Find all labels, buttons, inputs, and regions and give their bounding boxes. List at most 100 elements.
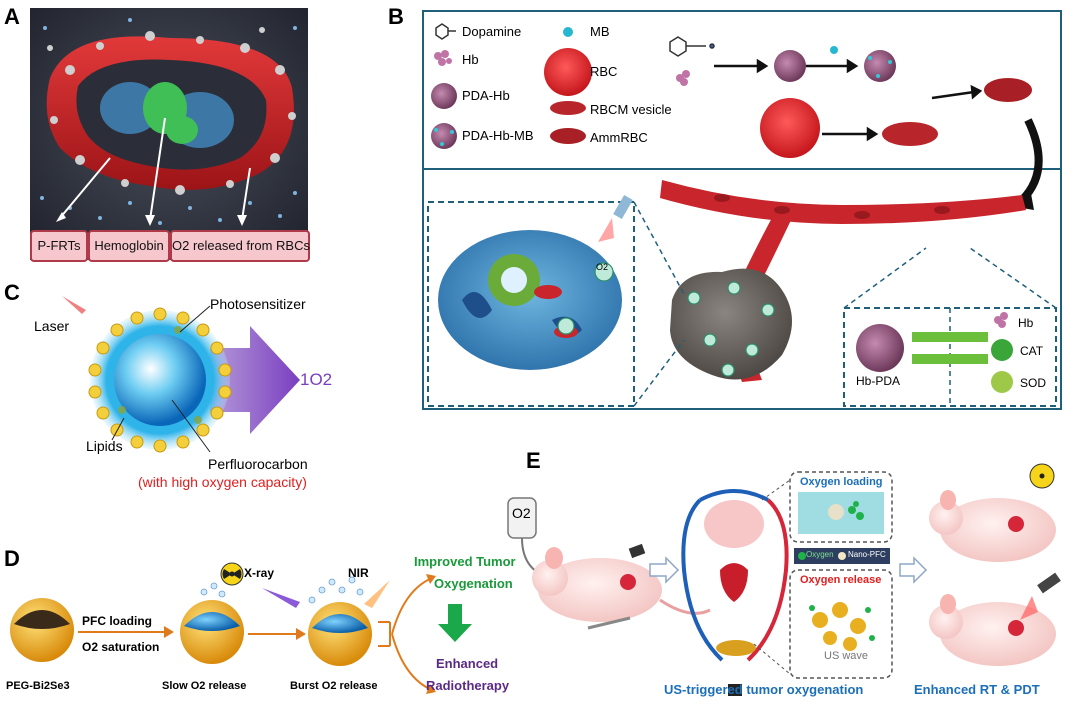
pda-hb-mb-icon <box>431 123 457 149</box>
mb-icon <box>563 27 573 37</box>
legend-pda-hb-mb: PDA-Hb-MB <box>462 128 534 143</box>
photosensitizer-label: Photosensitizer <box>210 296 306 312</box>
tumor <box>670 268 792 380</box>
panel-b-outer-frame <box>422 170 1062 410</box>
oxygen-release-label: Oxygen release <box>800 574 882 586</box>
nano-pfc-dot-icon <box>838 552 846 560</box>
lungs <box>704 500 764 548</box>
hb-pda-particle <box>856 324 904 372</box>
us-wave-label: US wave <box>824 650 869 662</box>
dopamine-icon <box>435 23 456 40</box>
lipids-label: Lipids <box>86 438 123 454</box>
radiation-icon <box>220 562 244 586</box>
hb-small-icon <box>994 312 1008 328</box>
panel-a-image <box>30 8 308 260</box>
legend-mb: MB <box>590 24 610 39</box>
panel-e-scene <box>507 463 1061 696</box>
peg-bi2se3-label: PEG-Bi2Se3 <box>6 680 70 692</box>
lipid-beads <box>88 307 232 453</box>
improved-line1: Improved Tumor <box>414 554 516 569</box>
cell-inset-frame <box>427 201 635 407</box>
panel-a-scene <box>30 8 308 260</box>
curved-arrow-icon <box>1019 118 1043 203</box>
rbcm-vesicle-icon <box>550 101 586 115</box>
panel-c-scene <box>62 296 300 453</box>
branch-down-arrow <box>391 633 433 691</box>
legend-dopamine: Dopamine <box>462 24 522 39</box>
label-hemoglobin: Hemoglobin <box>88 230 170 262</box>
release-cluster <box>812 602 866 651</box>
tumor-site <box>716 640 756 656</box>
enzyme-hb-pda-label: Hb-PDA <box>856 374 901 388</box>
panel-d-letter: D <box>4 546 20 571</box>
photosensitizer-dots <box>118 326 202 424</box>
mouse-left <box>532 547 711 622</box>
enhanced-rt-pdt-label: Enhanced RT & PDT <box>914 682 1040 697</box>
sod-icon <box>991 371 1013 393</box>
enzyme-sod-label: SOD <box>1020 376 1047 390</box>
enzyme-hb-label: Hb <box>1018 316 1034 330</box>
o2-tank-label: O2 <box>512 505 531 521</box>
panel-a-letter: A <box>4 4 20 29</box>
xray-beam-icon <box>262 588 300 608</box>
capacity-note: (with high oxygen capacity) <box>138 474 307 490</box>
pda-hb-mb-particle <box>864 50 896 82</box>
cat-icon <box>991 339 1013 361</box>
cell-o2-bubbles <box>557 262 614 335</box>
pda-hb-icon <box>431 83 457 109</box>
hemoglobin-green <box>143 82 198 144</box>
perfluorocarbon-label: Perfluorocarbon <box>208 456 308 472</box>
panel-b-scene <box>427 23 1057 407</box>
xray-label: X-ray <box>244 566 275 580</box>
hollow-arrow-1 <box>649 556 680 584</box>
pfc-loading-label: PFC loading <box>82 614 152 628</box>
oxygen-legend-label: Oxygen <box>806 550 834 559</box>
circulatory-system <box>681 489 789 662</box>
laser-probe-icon <box>598 194 633 242</box>
heart <box>720 563 748 602</box>
legend-ammrbc: AmmRBC <box>590 130 648 145</box>
nir-label: NIR <box>348 566 369 580</box>
syringe-icon <box>587 616 631 630</box>
enzyme-cat-label: CAT <box>1020 344 1044 358</box>
ammrbc-icon <box>550 128 586 144</box>
legend-rbc: RBC <box>590 64 618 79</box>
nano-pfc-label: Nano-PFC <box>848 550 886 559</box>
enhanced-line1: Enhanced <box>436 656 499 671</box>
synthesis-arrows <box>714 58 983 142</box>
cell-o2-label: O2 <box>596 262 609 272</box>
ultrasound-probe-icon <box>628 543 646 559</box>
radiation-icon-e <box>1029 463 1055 489</box>
us-transducer-icon <box>728 684 742 696</box>
label-o2-released: O2 released from RBCs <box>170 230 310 262</box>
o2-saturation-label: O2 saturation <box>82 640 160 654</box>
hb-icon <box>434 50 452 66</box>
panel-c-letter: C <box>4 280 20 305</box>
oxygen-release-inset <box>789 569 893 679</box>
hb-molecule-icon <box>676 70 690 86</box>
mouse-right-top <box>929 490 1056 562</box>
singlet-oxygen-arrow <box>210 326 300 434</box>
perfluorocarbon-core <box>114 334 206 426</box>
p-frt-particles <box>47 27 296 195</box>
burst-release-particle <box>308 576 372 666</box>
rbcm-particle <box>882 122 938 146</box>
panel-b-legend-box <box>422 10 1062 170</box>
improved-line2: Oxygenation <box>434 576 513 591</box>
panel-e-letter: E <box>526 448 541 473</box>
green-down-arrow <box>448 604 462 624</box>
slow-release-particle <box>180 582 244 664</box>
oxygen-loading-label: Oxygen loading <box>800 476 883 488</box>
panel-c-leader-lines <box>111 305 211 453</box>
hollow-arrow-2 <box>899 556 928 584</box>
laser-device-icon <box>1020 572 1061 620</box>
legend-pda-hb: PDA-Hb <box>462 88 510 103</box>
cell-rbc <box>534 285 562 299</box>
equals-bar-top <box>912 332 988 342</box>
slow-release-label: Slow O2 release <box>162 680 247 692</box>
o2-bubbles <box>687 281 775 377</box>
legend-rbcm-vesicle: RBCM vesicle <box>590 102 672 117</box>
enhanced-line2: Radiotherapy <box>426 678 510 693</box>
burst-release-label: Burst O2 release <box>290 680 378 692</box>
mb-particle <box>830 46 838 54</box>
